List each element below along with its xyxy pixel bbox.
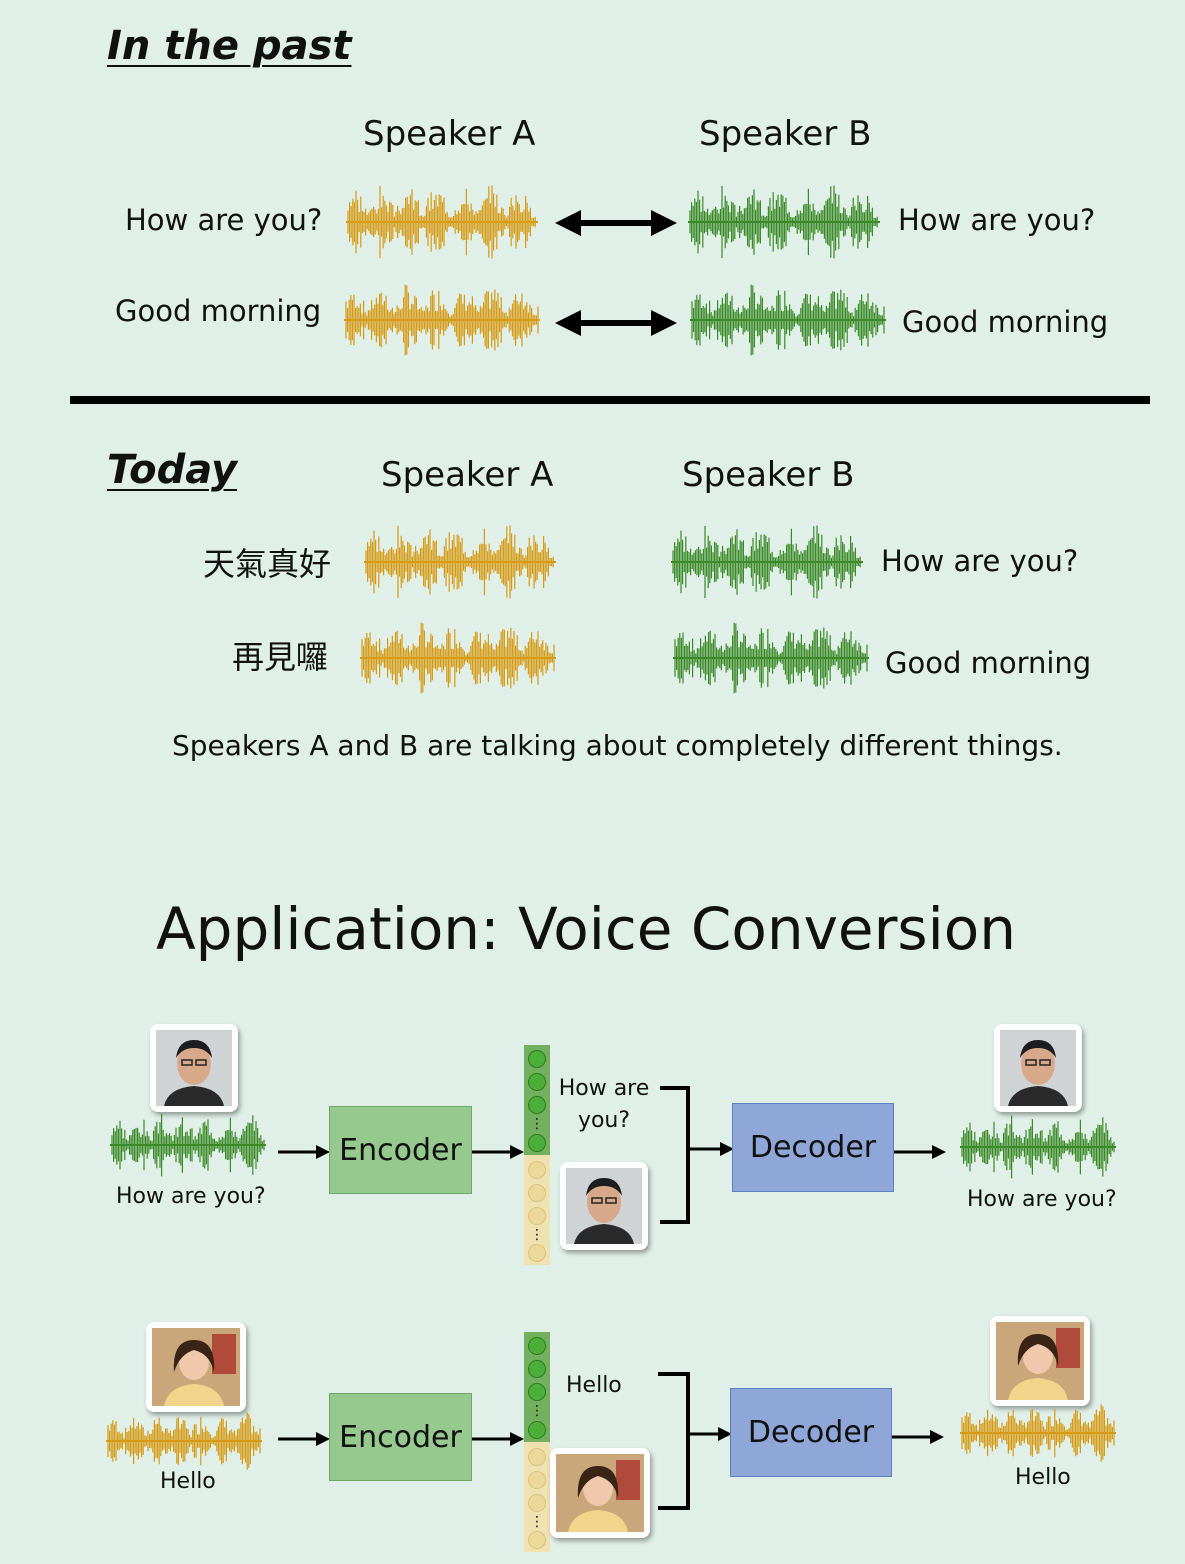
today-row2-a-waveform	[360, 622, 556, 694]
today-row1-b-text: How are you?	[881, 544, 1079, 578]
past-row1-a-text: How are you?	[125, 203, 323, 237]
past-heading: In the past	[107, 23, 352, 69]
row1-input-waveform	[110, 1113, 266, 1177]
row1-encoder-box: Encoder	[329, 1106, 472, 1194]
today-note: Speakers A and B are talking about compl…	[172, 729, 1063, 762]
female-speaker-avatar	[990, 1316, 1090, 1406]
arrow-right-icon	[278, 1145, 330, 1159]
today-row1-b-waveform	[671, 525, 863, 599]
double-arrow-icon	[555, 210, 677, 236]
arrow-right-icon	[892, 1430, 944, 1444]
arrow-right-icon	[688, 1142, 734, 1156]
row1-merge-bracket	[660, 1086, 690, 1224]
today-row2-a-text: 再見囉	[232, 638, 329, 676]
male-speaker-avatar	[994, 1024, 1082, 1112]
today-row2-b-text: Good morning	[885, 646, 1092, 680]
past-row2-b-text: Good morning	[902, 305, 1109, 339]
past-row2-a-text: Good morning	[115, 294, 322, 328]
application-title: Application: Voice Conversion	[156, 895, 1017, 963]
row1-input-label: How are you?	[116, 1184, 266, 1209]
past-row2-b-waveform	[690, 284, 886, 356]
past-speaker-a-label: Speaker A	[363, 114, 536, 154]
female-speaker-avatar	[146, 1322, 246, 1412]
row1-output-label: How are you?	[967, 1187, 1117, 1212]
row2-decoder-box: Decoder	[730, 1388, 892, 1477]
arrow-right-icon	[894, 1145, 946, 1159]
row1-content-text: How are you?	[558, 1076, 650, 1133]
male-speaker-avatar	[560, 1162, 648, 1250]
row2-input-label: Hello	[160, 1469, 216, 1494]
arrow-right-icon	[278, 1432, 330, 1446]
section-divider	[70, 396, 1150, 404]
row2-output-label: Hello	[1015, 1465, 1071, 1490]
row1-decoder-box: Decoder	[732, 1103, 894, 1192]
row2-input-waveform	[106, 1412, 262, 1470]
past-row1-a-waveform	[346, 185, 538, 259]
row1-output-waveform	[960, 1115, 1116, 1179]
arrow-right-icon	[688, 1427, 732, 1441]
past-speaker-b-label: Speaker B	[699, 114, 872, 154]
today-heading: Today	[107, 447, 238, 493]
row2-merge-bracket	[658, 1372, 690, 1510]
row2-content-text: Hello	[566, 1373, 622, 1398]
today-speaker-b-label: Speaker B	[682, 455, 855, 495]
row2-latent-vector: ⋮ ⋮	[524, 1332, 550, 1552]
row1-latent-vector: ⋮ ⋮	[524, 1045, 550, 1265]
row2-encoder-box: Encoder	[329, 1393, 472, 1481]
arrow-right-icon	[472, 1432, 524, 1446]
past-row2-a-waveform	[344, 284, 540, 356]
today-row1-a-text: 天氣真好	[203, 545, 332, 583]
past-row1-b-waveform	[688, 185, 880, 259]
today-speaker-a-label: Speaker A	[381, 455, 554, 495]
double-arrow-icon	[555, 310, 677, 336]
female-speaker-avatar	[550, 1448, 650, 1538]
male-speaker-avatar	[150, 1024, 238, 1112]
today-row1-a-waveform	[364, 525, 556, 599]
today-row2-b-waveform	[673, 622, 869, 694]
row2-output-waveform	[960, 1404, 1116, 1462]
arrow-right-icon	[472, 1145, 524, 1159]
past-row1-b-text: How are you?	[898, 203, 1096, 237]
